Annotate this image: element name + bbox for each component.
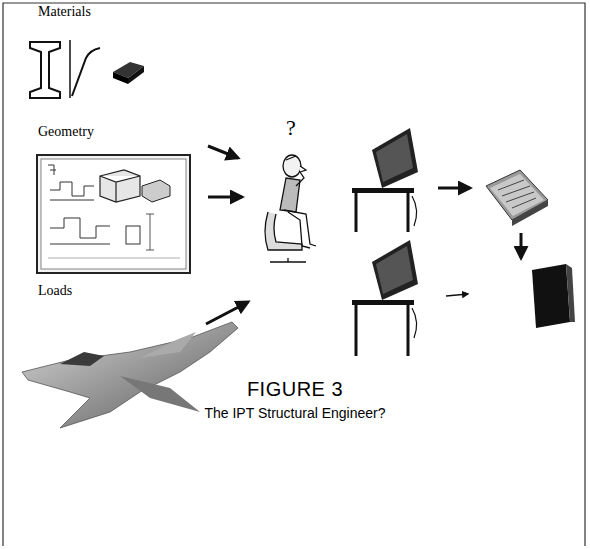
binder-report xyxy=(532,264,575,328)
engineer-figure xyxy=(265,155,316,262)
section-label: Loads xyxy=(38,283,72,299)
computer-workstation xyxy=(352,128,418,232)
input-arrows xyxy=(206,146,248,324)
question-mark: ? xyxy=(286,115,296,141)
section-label: Materials xyxy=(38,4,91,20)
material-block xyxy=(113,62,144,84)
report-document xyxy=(486,170,548,226)
frame xyxy=(3,3,585,546)
i-beam-icon xyxy=(30,42,60,98)
stress-strain-curve xyxy=(70,40,100,98)
section-label: Geometry xyxy=(38,124,94,140)
figure-caption: The IPT Structural Engineer? xyxy=(0,405,590,421)
figure-number: FIGURE 3 xyxy=(0,378,590,401)
computer-workstation xyxy=(352,240,418,356)
drawing-panel xyxy=(37,155,190,273)
